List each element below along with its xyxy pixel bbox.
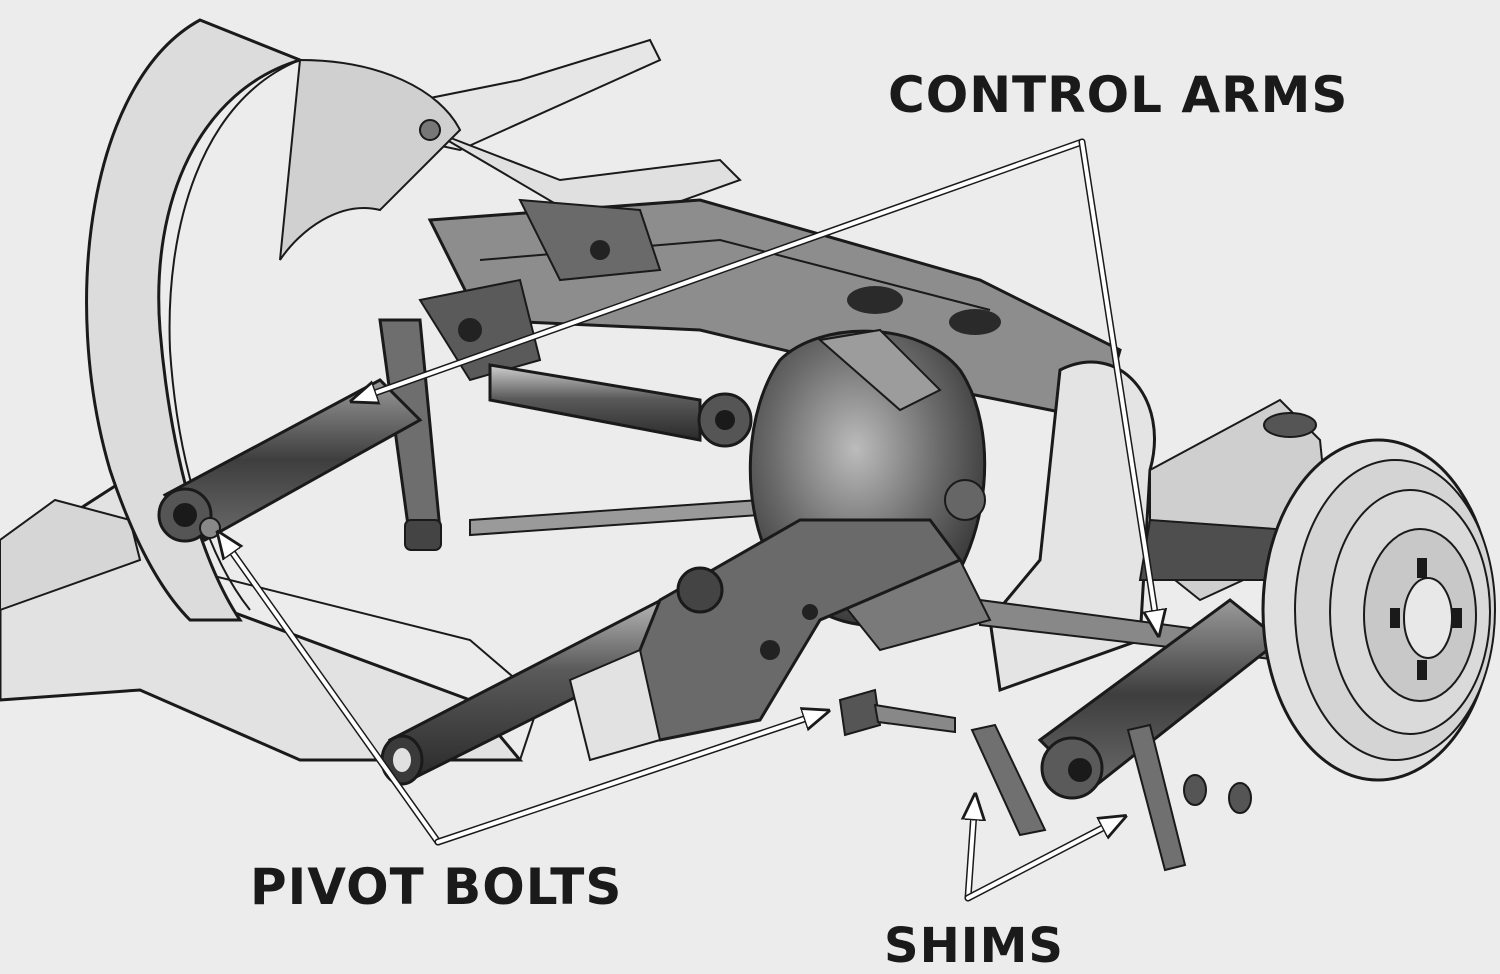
upper-left-control-arm	[157, 378, 423, 543]
pivot-bolts-label: PIVOT BOLTS	[250, 858, 623, 916]
left-tire	[85, 18, 462, 622]
control-arms-label: CONTROL ARMS	[888, 66, 1349, 124]
brake-drum	[1261, 438, 1496, 782]
left-lower-control-arm	[568, 518, 963, 762]
shims-label: SHIMS	[884, 918, 1064, 974]
arrow-icon	[220, 138, 1158, 902]
pivot-bolt-loose	[838, 688, 956, 737]
right-lower-control-arm	[1037, 518, 1292, 800]
shims-parts	[970, 723, 1252, 872]
